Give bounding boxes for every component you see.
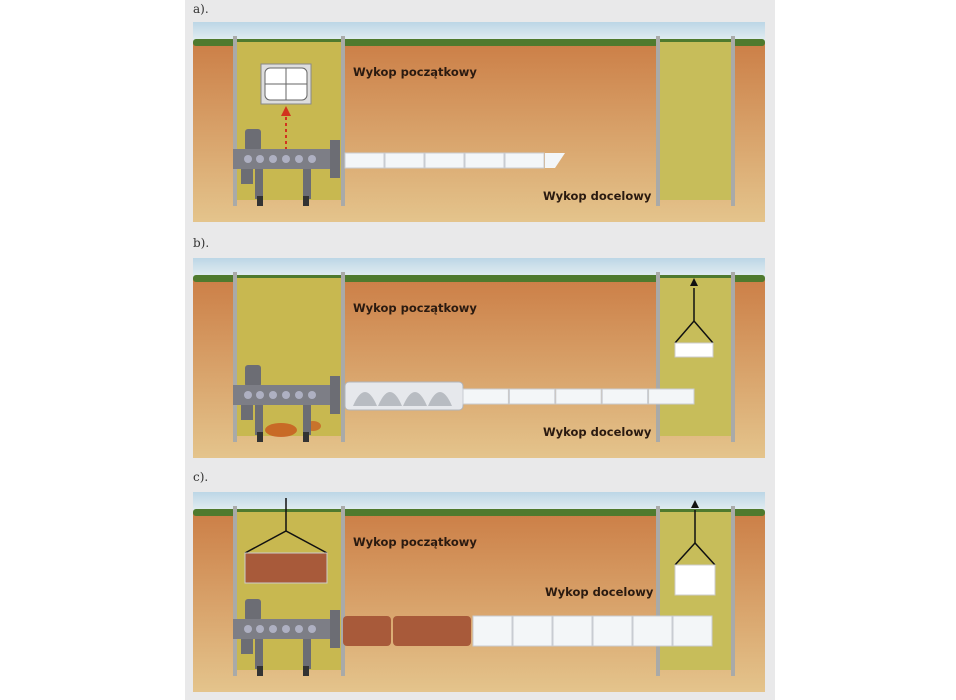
panel-a-label: a). bbox=[193, 2, 209, 16]
auger-flight bbox=[353, 392, 377, 406]
boring-machine bbox=[233, 365, 340, 442]
pilot-head bbox=[545, 153, 565, 168]
casing-pipe bbox=[552, 615, 593, 647]
shaft-wall bbox=[233, 506, 237, 676]
shaft-wall bbox=[233, 36, 237, 206]
shaft-wall bbox=[656, 506, 660, 676]
start-pit-label: Wykop początkowy bbox=[353, 301, 477, 315]
monitor-screen bbox=[260, 63, 312, 105]
arrow-up-icon bbox=[691, 500, 699, 508]
pilot-rod bbox=[648, 388, 695, 405]
product-pipe bbox=[343, 616, 391, 646]
shaft-wall bbox=[656, 36, 660, 206]
product-pipe bbox=[393, 616, 471, 646]
target-pit-label: Wykop docelowy bbox=[543, 189, 652, 203]
arrow-up-icon bbox=[281, 106, 291, 116]
pilot-rod bbox=[384, 152, 425, 169]
auger-flight bbox=[403, 392, 427, 406]
casing-pipe bbox=[592, 615, 633, 647]
panel-c: Wykop początkowy Wykop docelowy bbox=[193, 492, 765, 692]
panel-c-label: c). bbox=[193, 470, 209, 484]
target-pit-label: Wykop docelowy bbox=[545, 585, 654, 599]
sky bbox=[193, 22, 765, 42]
panel-b: Wykop początkowy Wykop docelowy bbox=[193, 258, 765, 458]
casing-pipe bbox=[512, 615, 553, 647]
boring-machine bbox=[233, 129, 340, 206]
crane-hook-load bbox=[674, 288, 714, 358]
crane-hook-load bbox=[244, 498, 328, 584]
crane-hook-load bbox=[674, 510, 716, 596]
pilot-rod bbox=[424, 152, 465, 169]
shaft-wall bbox=[341, 506, 345, 676]
shaft-wall bbox=[233, 272, 237, 442]
arrow-up-icon bbox=[690, 278, 698, 286]
pilot-rod bbox=[344, 152, 385, 169]
shaft-wall bbox=[731, 272, 735, 442]
auger-flight bbox=[428, 392, 452, 406]
casing-pipe bbox=[672, 615, 713, 647]
microtunneling-diagram: Wykop początkowy Wykop docelowy bbox=[193, 22, 765, 222]
boring-machine bbox=[233, 599, 340, 676]
casing-pipe bbox=[472, 615, 513, 647]
casing-pipe bbox=[632, 615, 673, 647]
launch-shaft bbox=[237, 512, 343, 670]
pilot-rod bbox=[601, 388, 649, 405]
pilot-rod bbox=[462, 388, 509, 405]
microtunneling-diagram: Wykop początkowy Wykop docelowy bbox=[193, 258, 765, 458]
target-pit-label: Wykop docelowy bbox=[543, 425, 652, 439]
start-pit-label: Wykop początkowy bbox=[353, 65, 477, 79]
pilot-rod bbox=[555, 388, 602, 405]
shaft-wall bbox=[341, 272, 345, 442]
launch-shaft bbox=[237, 278, 343, 436]
shaft-wall bbox=[731, 506, 735, 676]
microtunneling-diagram: Wykop początkowy Wykop docelowy bbox=[193, 492, 765, 692]
sky bbox=[193, 258, 765, 278]
shaft-wall bbox=[341, 36, 345, 206]
pilot-rod bbox=[508, 388, 556, 405]
shaft-wall bbox=[656, 272, 660, 442]
panel-a: Wykop początkowy Wykop docelowy bbox=[193, 22, 765, 222]
auger-flight bbox=[378, 392, 402, 406]
target-shaft bbox=[659, 42, 733, 200]
pilot-rod bbox=[504, 152, 545, 169]
pilot-rod bbox=[464, 152, 505, 169]
start-pit-label: Wykop początkowy bbox=[353, 535, 477, 549]
panel-b-label: b). bbox=[193, 236, 210, 250]
sky bbox=[193, 492, 765, 512]
shaft-wall bbox=[731, 36, 735, 206]
